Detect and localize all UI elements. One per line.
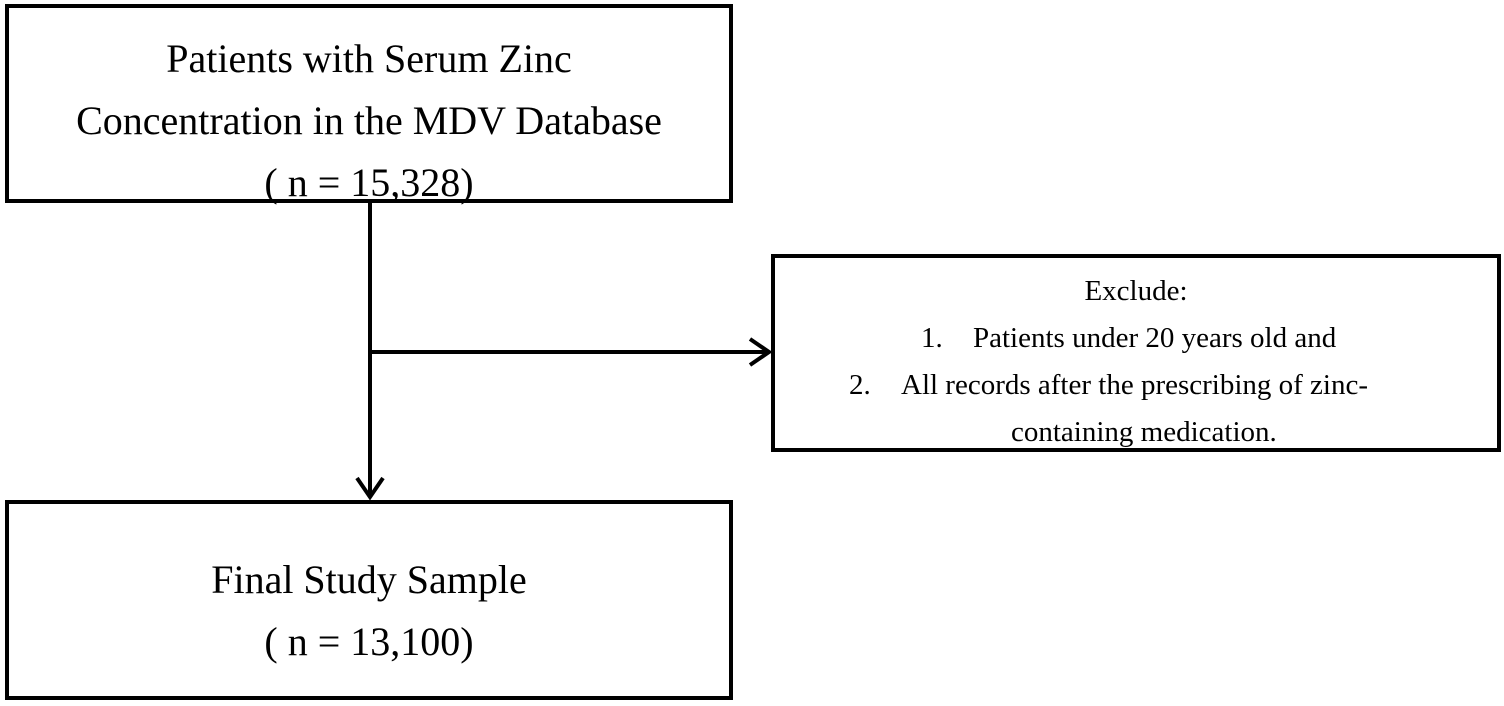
exclusion-item-2-number: 2. [849,369,871,401]
exclusion-item-2-continuation: containing medication. [1011,416,1277,448]
final-count: ( n = 13,100) [264,619,474,664]
source-line-2: Concentration in the MDV Database [76,98,662,143]
down-arrowhead [355,476,385,501]
right-arrowhead [748,337,773,367]
source-count: ( n = 15,328) [264,160,474,205]
exclusion-item-2: 2. All records after the prescribing of z… [775,362,1497,409]
source-line-1: Patients with Serum Zinc [166,36,572,81]
exclusion-item-1-number: 1. [921,322,943,354]
source-population-box: Patients with Serum Zinc Concentration i… [5,4,733,205]
exclusion-item-1: 1. Patients under 20 years old and [775,315,1497,362]
final-title: Final Study Sample [211,557,527,602]
exclusion-criteria-box: Exclude: 1. Patients under 20 years old a… [771,254,1501,452]
exclusion-item-1-text: Patients under 20 years old and [973,322,1337,354]
exclusion-item-2-text: All records after the prescribing of zin… [901,369,1369,401]
exclude-heading: Exclude: [1084,275,1188,307]
final-sample-box: Final Study Sample ( n = 13,100) [5,500,733,700]
